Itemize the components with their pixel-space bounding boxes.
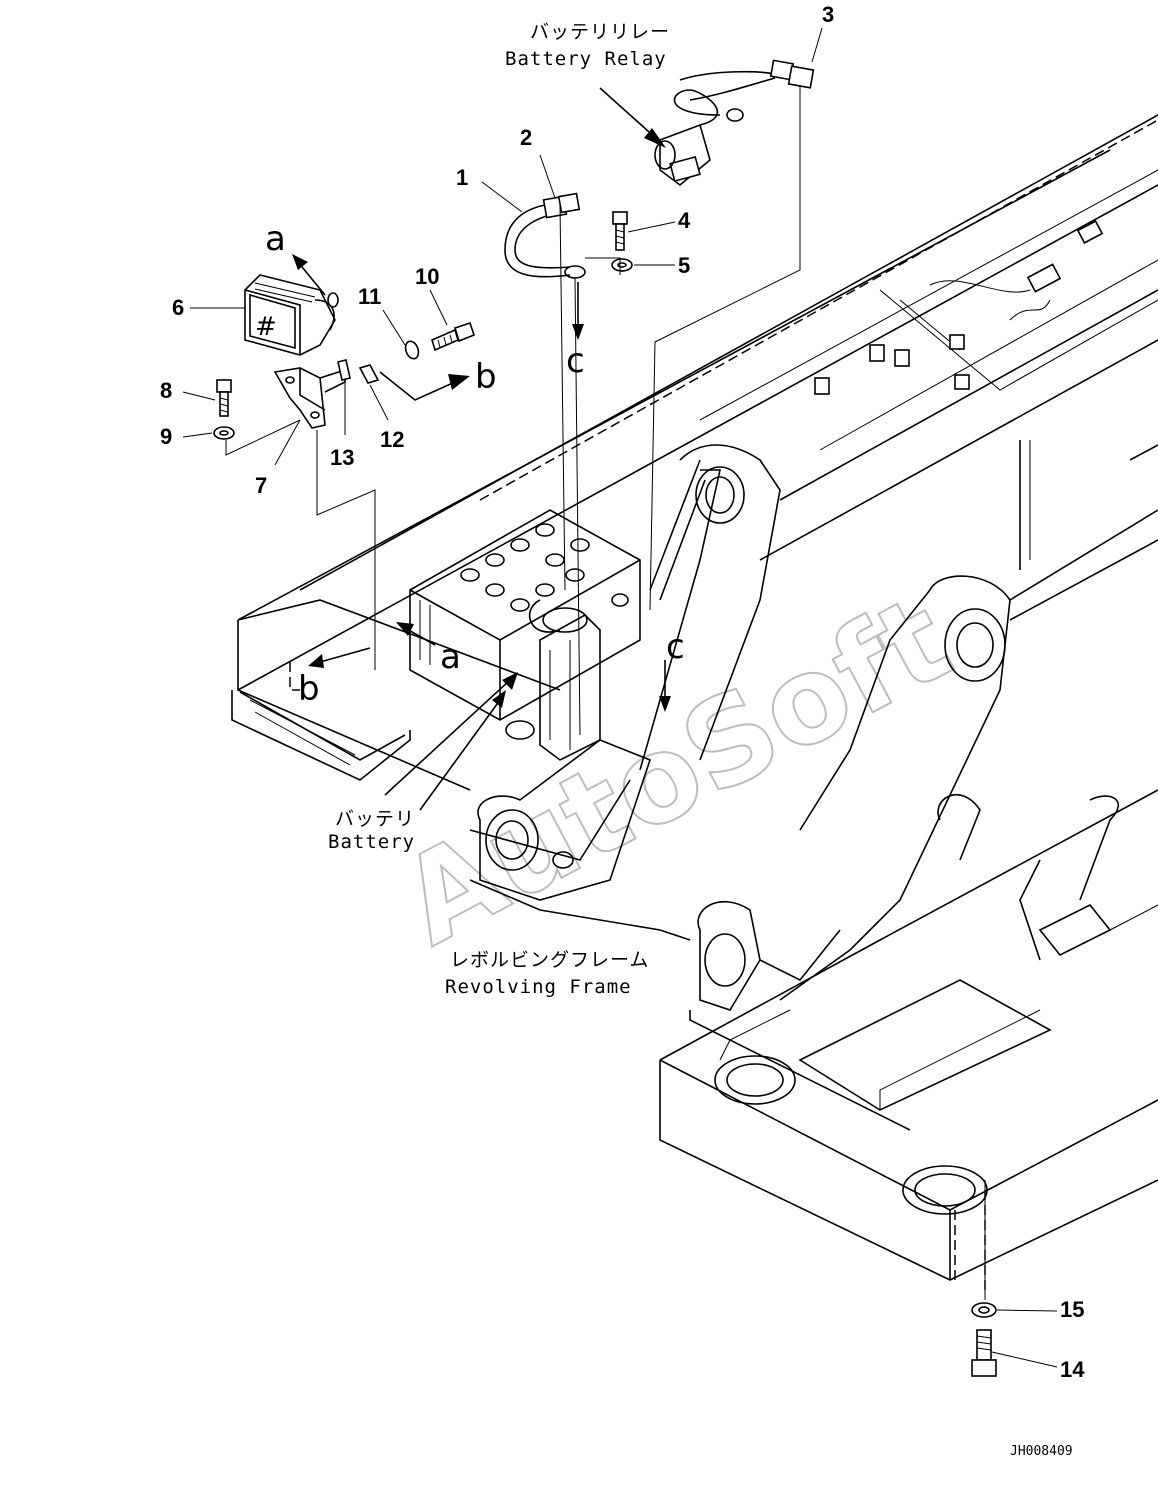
battery-relay-label-jp: バッテリリレー bbox=[530, 21, 670, 43]
callout-6: 6 bbox=[172, 295, 184, 320]
bracket-7 bbox=[273, 367, 346, 429]
callout-2: 2 bbox=[520, 125, 532, 150]
bolt-4 bbox=[612, 211, 628, 251]
frame-label-en: Revolving Frame bbox=[445, 976, 632, 998]
frame-label-jp: レボルビングフレーム bbox=[450, 949, 649, 971]
battery-label-en: Battery bbox=[328, 831, 415, 853]
bolt-10 bbox=[431, 321, 475, 352]
leader-lines bbox=[182, 27, 1058, 1368]
callout-8: 8 bbox=[160, 378, 172, 403]
battery-relay-label-en: Battery Relay bbox=[505, 48, 667, 70]
callout-13: 13 bbox=[330, 445, 354, 470]
clip-12 bbox=[358, 364, 380, 384]
callout-10: 10 bbox=[415, 264, 439, 289]
view-ref-c-bottom: c bbox=[666, 627, 685, 667]
callout-3: 3 bbox=[822, 2, 834, 27]
plate-13 bbox=[337, 359, 351, 381]
bolt-14 bbox=[971, 1329, 997, 1377]
battery-terminals bbox=[460, 523, 590, 612]
callout-5: 5 bbox=[678, 253, 690, 278]
callout-1: 1 bbox=[456, 165, 468, 190]
view-ref-a-top: a bbox=[265, 219, 286, 259]
view-ref-c-top: c bbox=[566, 341, 585, 381]
bolt-8 bbox=[216, 379, 232, 417]
battery-box bbox=[409, 509, 641, 761]
callout-11: 11 bbox=[358, 284, 381, 309]
harness-part bbox=[504, 192, 586, 279]
callout-9: 9 bbox=[160, 424, 172, 449]
view-ref-a-bottom: a bbox=[440, 637, 461, 677]
view-reference-letters: a b c a b c bbox=[265, 219, 685, 709]
battery-relay-part bbox=[654, 59, 815, 187]
view-ref-b-top: b bbox=[475, 357, 497, 397]
washer-9 bbox=[213, 426, 235, 440]
lamp-hash-mark: # bbox=[255, 312, 277, 342]
callout-15: 15 bbox=[1060, 1297, 1084, 1322]
callout-12: 12 bbox=[380, 427, 404, 452]
drawing-code: JH008409 bbox=[1010, 1444, 1073, 1459]
washer-15 bbox=[971, 1302, 997, 1318]
revolving-frame-drawing bbox=[231, 114, 1158, 1285]
battery-label-jp: バッテリ bbox=[335, 808, 415, 830]
view-ref-b-bottom: b bbox=[298, 669, 320, 709]
callout-14: 14 bbox=[1060, 1357, 1085, 1382]
arrows bbox=[292, 87, 671, 811]
work-lamp-6: # bbox=[244, 274, 339, 356]
callout-4: 4 bbox=[678, 208, 691, 233]
part-callouts: 1 2 3 4 5 6 7 8 9 10 11 12 13 14 15 bbox=[160, 2, 1085, 1382]
washer-11 bbox=[404, 340, 420, 360]
washer-5 bbox=[611, 258, 633, 272]
callout-7: 7 bbox=[255, 473, 267, 498]
component-labels: バッテリリレー Battery Relay バッテリ Battery レボルビン… bbox=[328, 21, 670, 998]
